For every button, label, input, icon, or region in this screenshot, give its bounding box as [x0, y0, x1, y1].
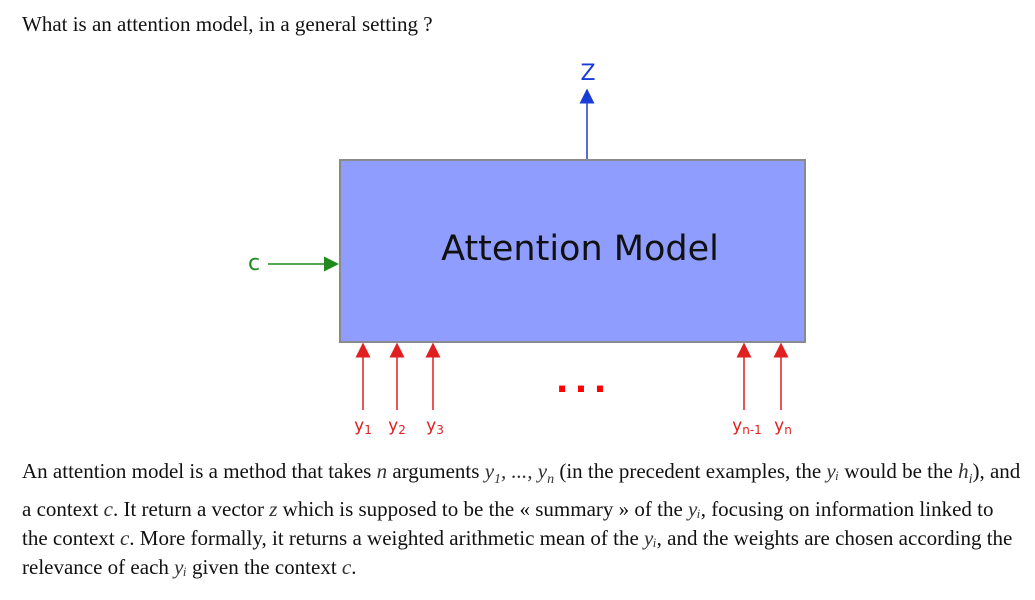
context-label: c: [248, 251, 260, 276]
math-y1: y1: [484, 459, 502, 488]
output-label: Z: [580, 61, 595, 86]
explanation-paragraph: An attention model is a method that take…: [22, 459, 1021, 579]
math-z: z: [269, 496, 278, 521]
math-yi: yᵢ: [174, 554, 187, 579]
input-label-3: y3: [426, 416, 444, 437]
input-label-n: yn: [774, 416, 792, 437]
attention-model-box: [339, 159, 806, 343]
math-c: c: [103, 496, 113, 521]
math-hi: hi: [958, 459, 973, 488]
input-label-2: y2: [388, 416, 406, 437]
math-yn: yn: [537, 459, 555, 488]
input-label-1: y1: [354, 416, 372, 437]
math-c: c: [119, 525, 130, 550]
ellipsis-dots: ...: [556, 361, 613, 401]
question-heading: What is an attention model, in a general…: [22, 12, 433, 36]
math-yi: yᵢ: [826, 459, 840, 483]
input-label-n-1: yn-1: [732, 416, 762, 437]
math-n: n: [376, 459, 388, 483]
math-c: c: [341, 554, 352, 579]
box-label: Attention Model: [441, 229, 719, 269]
math-yi: yᵢ: [644, 525, 657, 550]
math-yi: yᵢ: [688, 496, 701, 521]
